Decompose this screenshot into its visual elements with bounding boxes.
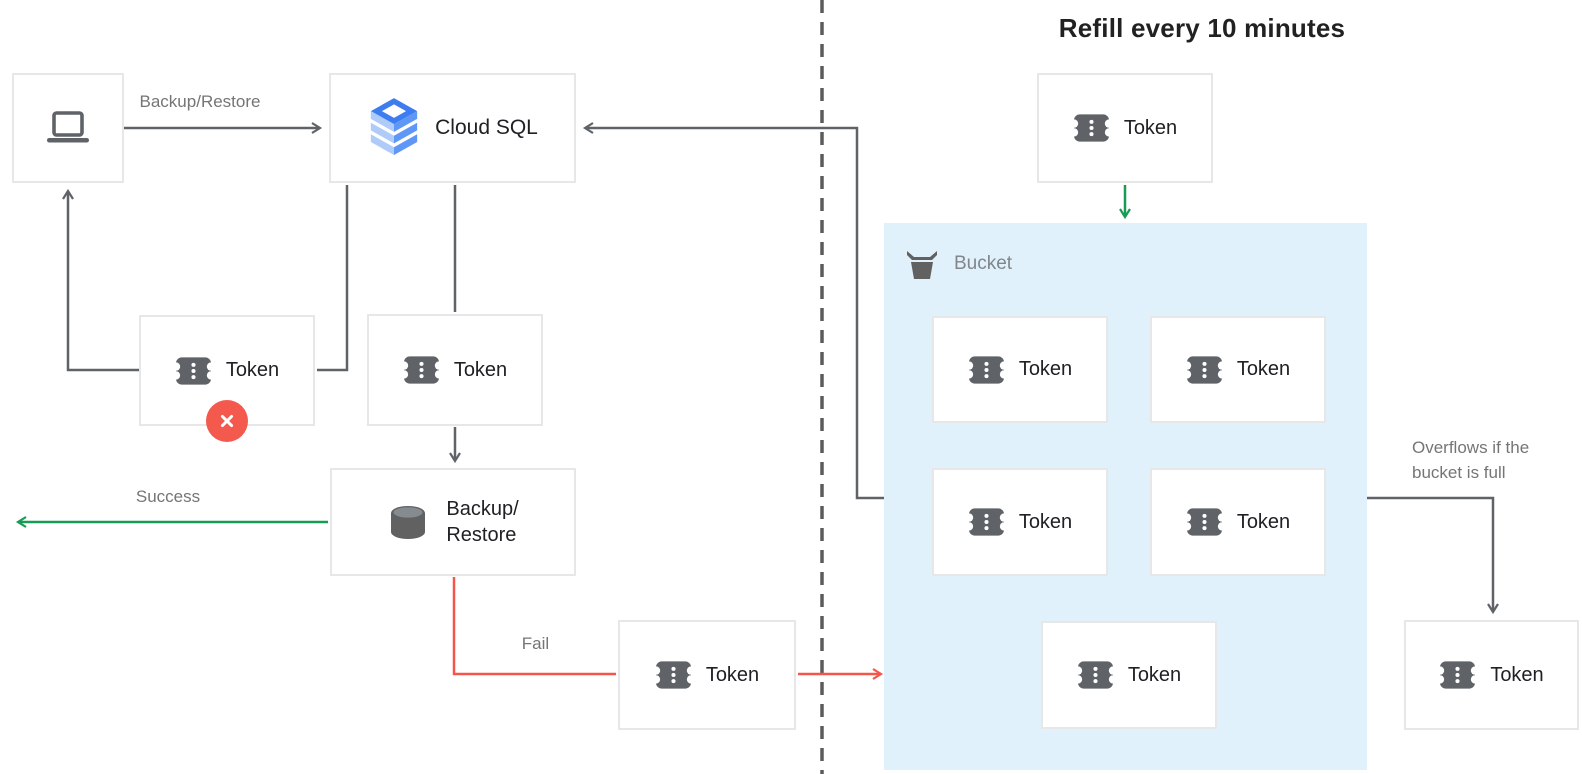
token-icon bbox=[655, 660, 692, 690]
edge-fail-to-token bbox=[452, 577, 616, 676]
bucket-token-node: Token bbox=[1150, 316, 1326, 423]
token-node-pending: Token bbox=[367, 314, 543, 426]
fail-edge-label: Fail bbox=[521, 634, 550, 653]
token-icon bbox=[1439, 660, 1476, 690]
cloud-sql-label: Cloud SQL bbox=[435, 116, 538, 139]
token-label: Token bbox=[1236, 358, 1291, 380]
success-edge-label: Success bbox=[135, 487, 201, 506]
request-edge-label: Backup/Restore bbox=[139, 92, 261, 111]
token-icon bbox=[1186, 507, 1223, 537]
database-icon bbox=[387, 504, 429, 540]
error-x-icon bbox=[206, 400, 248, 442]
token-icon bbox=[968, 355, 1005, 385]
cloud-sql-node: Cloud SQL bbox=[329, 73, 576, 183]
token-node-failed: Token bbox=[618, 620, 796, 730]
token-label: Token bbox=[453, 358, 508, 381]
bucket-token-node: Token bbox=[1150, 468, 1326, 576]
bucket-icon bbox=[904, 248, 940, 280]
overflow-edge-label: Overflows if the bucket is full bbox=[1412, 438, 1530, 482]
token-node-overflow: Token bbox=[1404, 620, 1579, 730]
bucket-token-node: Token bbox=[1041, 621, 1217, 729]
bucket-label: Bucket bbox=[954, 253, 1013, 274]
edge-rejected-token-to-client bbox=[62, 188, 139, 372]
bucket-token-node: Token bbox=[932, 468, 1108, 576]
bucket-token-node: Token bbox=[932, 316, 1108, 423]
token-label: Token bbox=[1123, 116, 1178, 139]
token-icon bbox=[175, 356, 212, 386]
token-label: Token bbox=[1127, 663, 1182, 686]
bucket-header: Bucket bbox=[904, 248, 1012, 280]
laptop-icon bbox=[45, 108, 91, 148]
backup-restore-node: Backup/ Restore bbox=[330, 468, 576, 576]
cloud-sql-icon bbox=[367, 98, 421, 158]
token-label: Token bbox=[1018, 510, 1073, 533]
token-label: Token bbox=[705, 663, 760, 686]
x-glyph bbox=[220, 414, 234, 428]
token-node-refill: Token bbox=[1037, 73, 1213, 183]
token-label: Token bbox=[225, 359, 280, 381]
token-label: Token bbox=[1236, 510, 1291, 533]
edge-overflow bbox=[1367, 496, 1499, 615]
refill-title: Refill every 10 minutes bbox=[1058, 13, 1346, 43]
client-node bbox=[12, 73, 124, 183]
token-icon bbox=[1077, 660, 1114, 690]
backup-restore-label: Backup/ Restore bbox=[446, 498, 519, 546]
token-icon bbox=[403, 355, 440, 385]
edge-cloudsql-to-rejected-token bbox=[317, 185, 349, 372]
token-label: Token bbox=[1490, 663, 1544, 686]
token-icon bbox=[1186, 355, 1223, 385]
token-icon bbox=[968, 507, 1005, 537]
token-icon bbox=[1073, 113, 1110, 143]
edge-bucket-to-cloudsql bbox=[582, 122, 884, 500]
token-label: Token bbox=[1018, 358, 1073, 380]
